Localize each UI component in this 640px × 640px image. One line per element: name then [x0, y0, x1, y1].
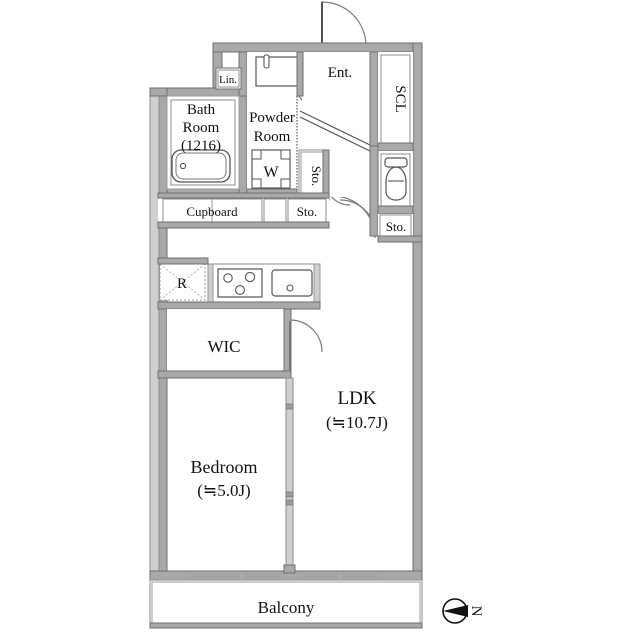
bedroom-room: Bedroom (≒5.0J) [191, 457, 258, 500]
storage-right-label: Sto. [386, 219, 407, 234]
powder-room-labels: Powder Room [249, 110, 295, 145]
toilet-icon [384, 157, 408, 201]
ldk-label: LDK [337, 388, 376, 409]
bedroom-area-label: (≒5.0J) [197, 481, 250, 500]
bath-room-labels: Bath Room (1216) [181, 102, 221, 154]
washroom-top-strip: Lin. [215, 52, 302, 96]
wic-room: WIC [157, 308, 292, 379]
cupboard-band: Cupboard Sto. [157, 192, 330, 229]
refrigerator-label: R [177, 276, 187, 292]
powder-label-line2: Room [254, 129, 291, 145]
bathtub-icon [171, 149, 231, 183]
kitchen-sink-icon [271, 269, 313, 297]
storage-right: Sto. [377, 214, 423, 243]
kitchen: R [157, 257, 321, 310]
compass-north-label: N [468, 606, 484, 617]
balcony: Balcony [149, 579, 423, 629]
bath-label-line1: Bath [187, 102, 216, 118]
entrance-door-swing-arc [321, 1, 367, 47]
genkan-step-lines [299, 110, 373, 153]
washer-icon: W [251, 149, 291, 189]
powder-label-line1: Powder [249, 110, 295, 126]
bottom-windows [186, 573, 382, 578]
toilet-room [369, 145, 414, 237]
entrance-hall: Ent. [296, 51, 379, 197]
bath-label-line3: (1216) [181, 138, 221, 154]
wic-label: WIC [207, 337, 240, 356]
storage-vertical-label: Sto. [309, 166, 324, 187]
balcony-label: Balcony [258, 598, 315, 617]
shoe-closet-label: SCL [392, 85, 408, 113]
storage-vertical: Sto. [298, 149, 330, 201]
linen-label: Lin. [219, 74, 237, 86]
entrance-label: Ent. [328, 65, 353, 81]
bedroom-label: Bedroom [191, 457, 258, 477]
bedroom-ldk-partition [283, 377, 296, 574]
wic-door-arc [289, 319, 323, 353]
ldk-room: LDK (≒10.7J) [326, 388, 388, 432]
powder-room: W [246, 96, 298, 198]
bath-room [166, 95, 240, 190]
linen-closet: Lin. [215, 67, 242, 90]
shoe-closet: SCL [377, 52, 414, 152]
bath-label-line2: Room [183, 120, 220, 136]
vanity-sink-icon [255, 54, 301, 87]
compass-rose: N [442, 598, 484, 624]
washer-label: W [263, 164, 279, 181]
storage-horizontal-label: Sto. [297, 204, 318, 219]
cooktop-icon [217, 268, 263, 298]
cupboard-label: Cupboard [186, 204, 238, 219]
compass-needle [443, 605, 468, 617]
refrigerator-slot: R [159, 263, 206, 301]
ldk-area-label: (≒10.7J) [326, 413, 388, 432]
